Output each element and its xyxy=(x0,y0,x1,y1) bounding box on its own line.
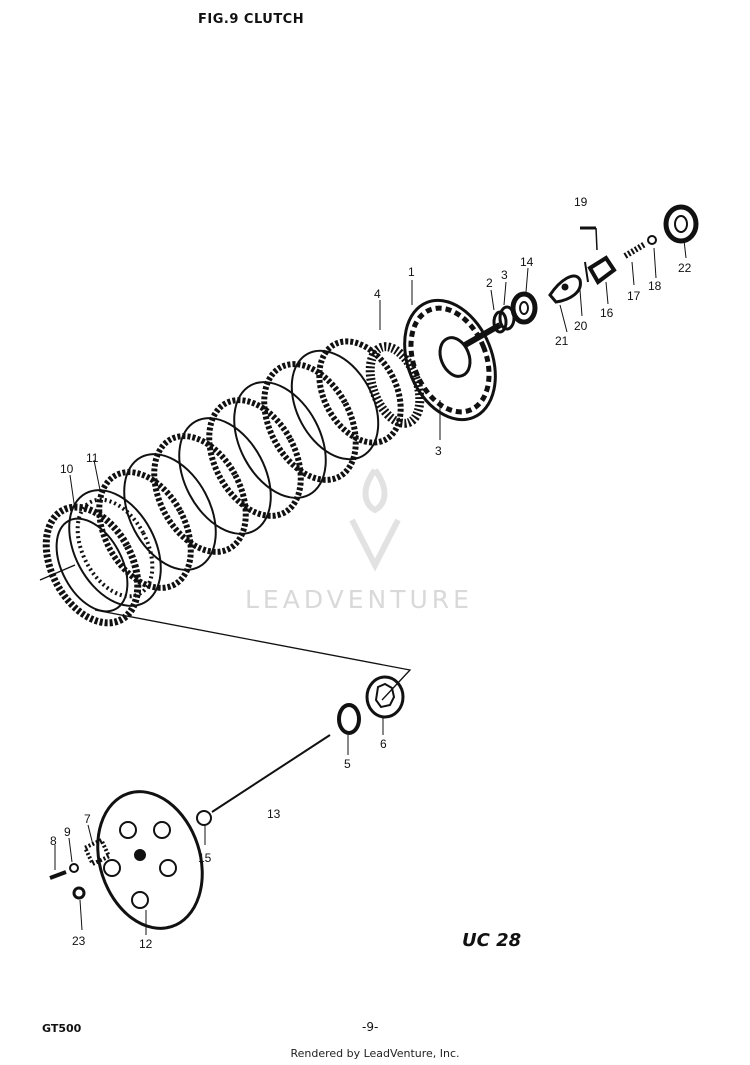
friction-plate xyxy=(151,433,249,555)
cap-22 xyxy=(663,204,699,244)
callout-2: 2 xyxy=(486,276,493,290)
oil-seal-14 xyxy=(510,291,538,325)
drive-plate xyxy=(178,417,272,535)
footer-credit: Rendered by LeadVenture, Inc. xyxy=(290,1047,460,1060)
leader-19 xyxy=(595,227,598,251)
push-rod-13 xyxy=(211,734,331,813)
callout-labels: 1 2 3 3 4 5 6 7 8 9 10 11 12 13 14 15 16… xyxy=(50,195,692,951)
callout-12: 12 xyxy=(139,937,153,951)
adjuster-17 xyxy=(623,241,647,259)
code-stamp: UC 28 xyxy=(462,930,522,951)
callout-6: 6 xyxy=(380,737,387,751)
callout-3a: 3 xyxy=(501,268,508,282)
friction-plate-10 xyxy=(42,503,142,627)
watermark-logo xyxy=(349,468,401,572)
drive-plate xyxy=(123,453,217,571)
callout-9: 9 xyxy=(64,825,71,839)
model-label: GT500 xyxy=(42,1022,82,1035)
callout-16: 16 xyxy=(600,306,614,320)
clutch-plate-stack xyxy=(42,338,404,627)
friction-plate xyxy=(206,397,304,519)
callout-17: 17 xyxy=(627,289,641,303)
callout-23: 23 xyxy=(72,934,86,948)
connector-line xyxy=(39,564,412,701)
callout-8: 8 xyxy=(50,834,57,848)
friction-plate xyxy=(261,361,359,483)
friction-plate xyxy=(96,469,194,591)
page-number: -9- xyxy=(362,1020,379,1034)
leader-lines xyxy=(54,239,687,935)
callout-21: 21 xyxy=(555,334,569,348)
watermark-text: LEADVENTURE xyxy=(245,585,473,614)
callout-18: 18 xyxy=(648,279,662,293)
callout-15: 15 xyxy=(198,851,212,865)
callout-3b: 3 xyxy=(435,444,442,458)
oil-seal-15 xyxy=(196,810,212,826)
callout-11: 11 xyxy=(86,451,99,465)
pressure-plate-12 xyxy=(96,790,204,930)
callout-10: 10 xyxy=(60,462,74,476)
friction-plate xyxy=(316,338,404,446)
nut-23 xyxy=(72,886,86,900)
release-arm-21 xyxy=(548,274,582,304)
release-screw-16 xyxy=(587,255,617,285)
spring-20 xyxy=(584,261,589,283)
nut-6 xyxy=(365,675,405,719)
callout-22: 22 xyxy=(678,261,692,275)
callout-13: 13 xyxy=(267,807,281,821)
callout-1: 1 xyxy=(408,265,415,279)
drive-plate xyxy=(233,381,327,499)
figure-title: FIG.9 CLUTCH xyxy=(198,12,305,27)
callout-19: 19 xyxy=(574,195,588,209)
clutch-housing-1 xyxy=(365,298,502,428)
drive-plate-11 xyxy=(68,489,162,607)
callout-14: 14 xyxy=(520,255,534,269)
callout-7: 7 xyxy=(84,812,91,826)
nut-18 xyxy=(647,235,657,245)
callout-5: 5 xyxy=(344,757,351,771)
bolt-8 xyxy=(49,870,67,880)
washer-9 xyxy=(69,863,79,873)
callout-4: 4 xyxy=(374,287,381,301)
washer-5 xyxy=(337,703,361,735)
callout-20: 20 xyxy=(574,319,588,333)
